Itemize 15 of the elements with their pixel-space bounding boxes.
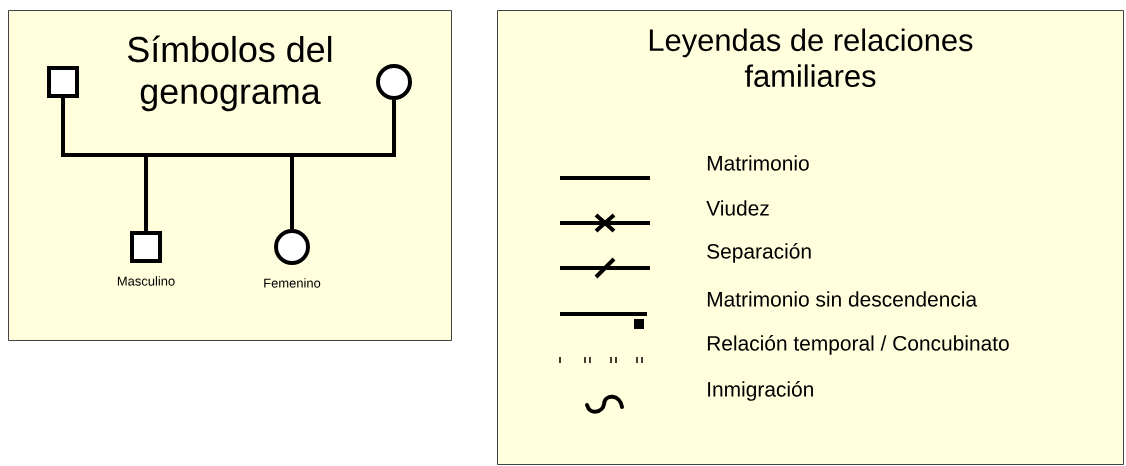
panel-title: Símbolos del genograma xyxy=(127,35,332,112)
legend-label: Matrimonio xyxy=(707,155,809,171)
legend-label: Separación xyxy=(707,243,811,263)
panel xyxy=(8,10,452,341)
legend-label: Matrimonio sin descendencia xyxy=(707,291,978,307)
symbol-caption: Femenino xyxy=(264,278,321,288)
panel-title: Leyendas de relaciones familiares xyxy=(649,28,973,88)
circle-symbol xyxy=(376,64,412,100)
square-symbol xyxy=(47,66,79,98)
symbol-caption: Masculino xyxy=(117,276,175,286)
legend-label: Viudez xyxy=(706,200,769,216)
legend-label: Relación temporal / Concubinato xyxy=(707,335,1009,355)
legend-label: Inmigración xyxy=(708,381,813,401)
connector-line xyxy=(290,100,396,229)
panel xyxy=(497,10,1124,465)
